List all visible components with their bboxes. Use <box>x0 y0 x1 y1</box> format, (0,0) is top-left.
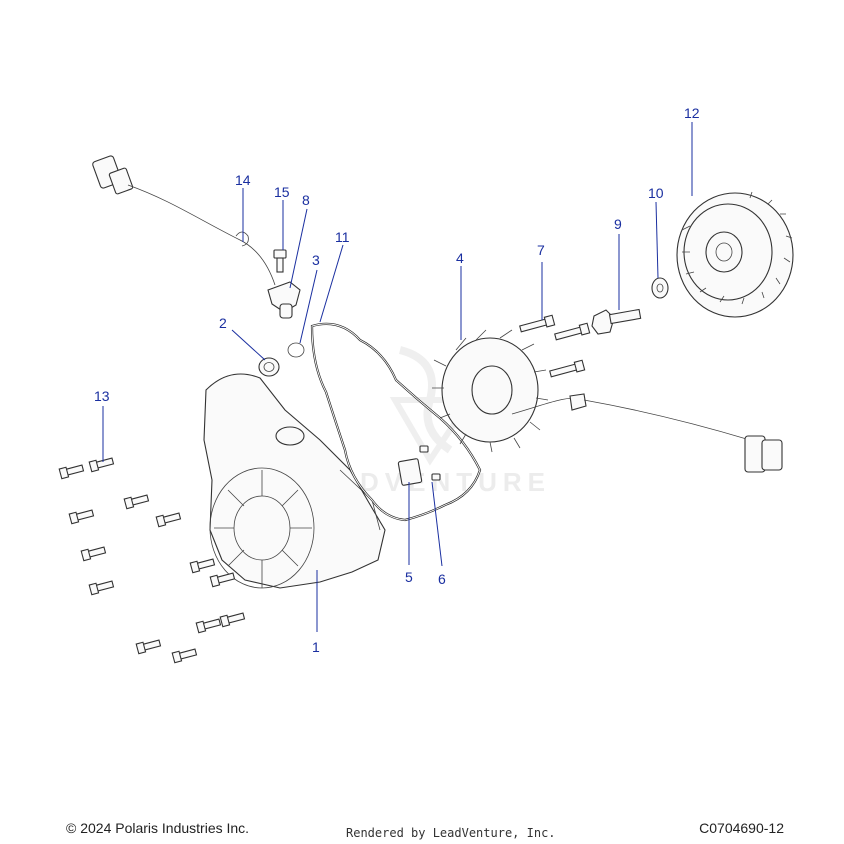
copyright-text: © 2024 Polaris Industries Inc. <box>66 820 250 836</box>
callout-11: 11 <box>335 229 350 245</box>
callout-labels: 1 2 3 4 5 6 7 8 9 10 11 12 13 14 15 <box>94 105 700 655</box>
callout-1: 1 <box>312 639 320 655</box>
speed-sensor[interactable] <box>267 281 301 319</box>
callout-6: 6 <box>438 571 446 587</box>
callout-12: 12 <box>684 105 700 121</box>
callout-13: 13 <box>94 388 110 404</box>
callout-9: 9 <box>614 216 622 232</box>
retaining-ring[interactable] <box>287 342 305 358</box>
callout-4: 4 <box>456 250 464 266</box>
callout-15: 15 <box>274 184 290 200</box>
flywheel[interactable] <box>676 191 794 318</box>
sensor-harness[interactable] <box>92 155 276 286</box>
callout-7: 7 <box>537 242 545 258</box>
bolt-15[interactable] <box>273 249 287 273</box>
callout-10: 10 <box>648 185 664 201</box>
washer[interactable] <box>651 277 669 299</box>
callout-3: 3 <box>312 252 320 268</box>
stator-bolts[interactable] <box>519 314 591 378</box>
callout-8: 8 <box>302 192 310 208</box>
flywheel-bolt[interactable] <box>591 308 642 335</box>
stator-cover[interactable] <box>203 373 386 589</box>
leader-lines <box>102 122 693 632</box>
dowel-pins[interactable] <box>419 445 441 481</box>
grommet[interactable] <box>397 458 423 486</box>
figure-id: C0704690-12 <box>699 820 784 836</box>
callout-14: 14 <box>235 172 251 188</box>
gasket[interactable] <box>310 322 482 522</box>
seal[interactable] <box>258 357 280 377</box>
cover-bolts[interactable] <box>58 456 246 664</box>
callout-5: 5 <box>405 569 413 585</box>
stator[interactable] <box>432 329 783 473</box>
callout-2: 2 <box>219 315 227 331</box>
rendered-by-text: Rendered by LeadVenture, Inc. <box>346 826 556 840</box>
